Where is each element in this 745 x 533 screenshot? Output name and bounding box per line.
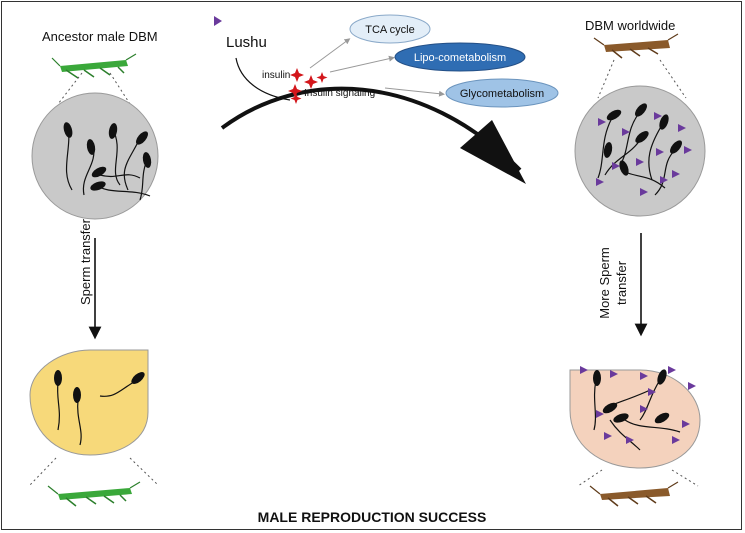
red-star-icon: [288, 68, 328, 104]
tca-pointer: [309, 38, 351, 69]
green-moth-bottom-icon: [47, 481, 141, 507]
tca-cycle-node: TCA cycle: [349, 14, 431, 44]
female-sac-right: [569, 366, 701, 469]
lipo-label: Lipo-cometabolism: [414, 52, 506, 64]
ancestor-label: Ancestor male DBM: [42, 29, 158, 44]
brown-moth-top-icon: [593, 33, 679, 59]
worldwide-label: DBM worldwide: [585, 18, 675, 33]
ancestor-sperm-disc: [31, 92, 159, 220]
green-moth-top-icon: [51, 53, 137, 79]
sperm-transfer-label: Sperm transfer: [78, 218, 93, 305]
evolution-arrow-head: [460, 120, 526, 184]
purple-triangle-icon: [214, 16, 222, 26]
glyco-pointer: [384, 87, 445, 97]
footer-title: MALE REPRODUCTION SUCCESS: [258, 509, 487, 525]
more-sperm-label-line2: transfer: [614, 260, 629, 305]
lushu-curve: [235, 57, 291, 101]
lipo-cometabolism-node: Lipo-cometabolism: [394, 42, 526, 72]
worldwide-sperm-disc: [574, 85, 706, 217]
lipo-pointer: [329, 55, 395, 73]
more-sperm-label-line1: More Sperm: [597, 247, 612, 319]
tca-label: TCA cycle: [365, 24, 415, 36]
lushu-label: Lushu: [226, 34, 267, 51]
insulin-label: insulin: [262, 70, 290, 81]
insulin-signaling-label: Insulin signaling: [304, 88, 375, 99]
glycometabolism-node: Glycometabolism: [445, 78, 559, 108]
brown-moth-bottom-icon: [589, 481, 679, 507]
glyco-label: Glycometabolism: [460, 88, 544, 100]
female-sac-left: [29, 349, 149, 456]
